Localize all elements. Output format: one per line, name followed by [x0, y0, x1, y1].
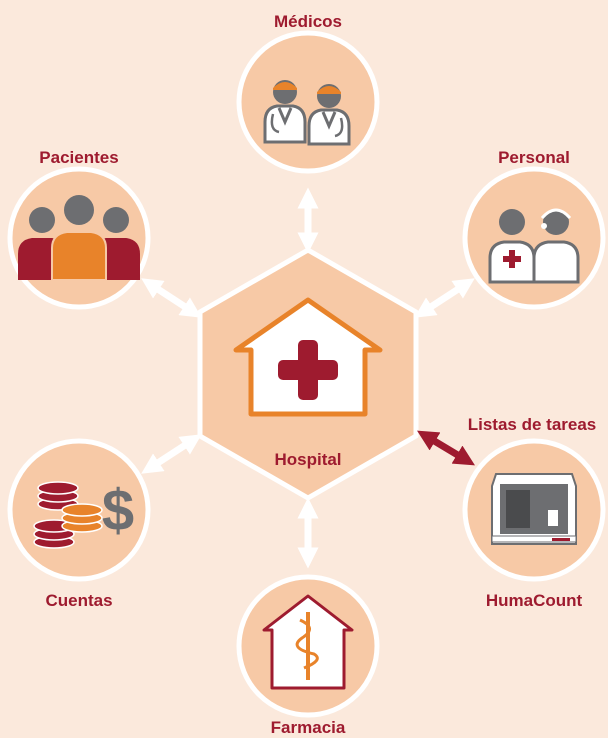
hospital-house-cross-icon	[233, 297, 383, 417]
analyzer-device-icon	[491, 473, 577, 545]
node-label-cuentas: Cuentas	[45, 591, 113, 610]
patients-icon	[18, 195, 140, 281]
node-circle-personal	[462, 166, 606, 310]
coins-dollar-icon: $	[33, 478, 134, 549]
node-label-personal: Personal	[498, 148, 570, 167]
doctors-icon	[263, 80, 351, 146]
center-label-hospital: Hospital	[274, 450, 342, 469]
link-label-listas-de-tareas: Listas de tareas	[467, 415, 597, 434]
node-label-medicos: Médicos	[273, 12, 343, 31]
pharmacy-house-icon	[262, 594, 354, 690]
svg-text:$: $	[102, 478, 134, 543]
arrow-personal	[414, 278, 475, 318]
node-circle-medicos	[236, 30, 380, 174]
connector-arrows	[141, 187, 475, 569]
staff-icon	[488, 208, 580, 284]
arrow-cuentas	[141, 434, 202, 474]
arrow-humacount	[416, 430, 476, 466]
arrow-pacientes	[141, 278, 202, 318]
node-label-farmacia: Farmacia	[270, 718, 346, 737]
node-label-humacount: HumaCount	[485, 591, 583, 610]
node-label-pacientes: Pacientes	[39, 148, 119, 167]
